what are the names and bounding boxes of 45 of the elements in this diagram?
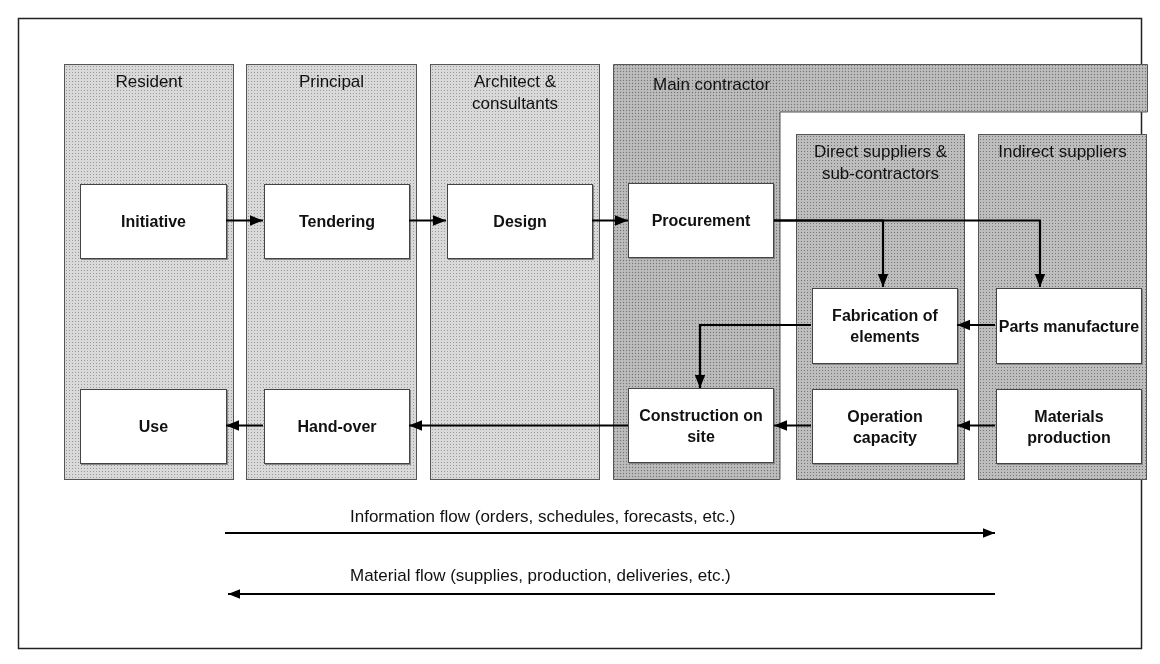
flow-label: Information flow (orders, schedules, forecasts, etc.) [350, 507, 736, 527]
process-box [264, 389, 410, 464]
process-label: Procurement [651, 211, 751, 231]
flow-label: Material flow (supplies, production, deliveries, etc.) [350, 566, 731, 586]
process-label: Design [493, 212, 547, 232]
lane-heading: Main contractor [653, 74, 771, 96]
arrow [957, 319, 995, 331]
arrow [694, 323, 811, 388]
arrow [409, 215, 446, 226]
arrow [226, 215, 263, 226]
process-label: Materials production [1026, 406, 1112, 448]
arrow [592, 215, 628, 226]
arrow [774, 219, 1046, 287]
lane-heading: Direct suppliers & sub-contractors [812, 141, 949, 185]
process-label: Operation capacity [846, 406, 924, 448]
process-box [628, 388, 774, 463]
process-label: Tendering [298, 212, 376, 232]
process-box [812, 389, 958, 464]
process-label: Fabrication of elements [831, 306, 939, 347]
process-label: Construction on site [638, 405, 764, 447]
process-box [996, 288, 1142, 364]
swimlane [246, 64, 417, 480]
lane-heading: Principal [297, 71, 366, 93]
swimlane [430, 64, 600, 480]
process-box [80, 389, 227, 464]
arrow [774, 420, 811, 431]
lane-heading: Architect & consultants [471, 71, 559, 115]
swimlane [64, 64, 234, 480]
swimlane [796, 134, 965, 480]
process-box [628, 183, 774, 258]
process-box [812, 288, 958, 364]
process-box [264, 184, 410, 259]
process-box [447, 184, 593, 259]
lane-heading: Indirect suppliers [997, 141, 1128, 163]
process-label: Use [138, 417, 169, 437]
lane-heading: Resident [114, 71, 184, 93]
arrow [409, 420, 628, 431]
process-label: Initiative [121, 212, 186, 232]
process-label: Hand-over [297, 417, 377, 437]
process-box [996, 389, 1142, 464]
arrow [226, 420, 263, 431]
swimlane [978, 134, 1147, 480]
arrow [957, 420, 995, 431]
process-label: Parts manufacture [998, 316, 1140, 337]
process-box [80, 184, 227, 259]
